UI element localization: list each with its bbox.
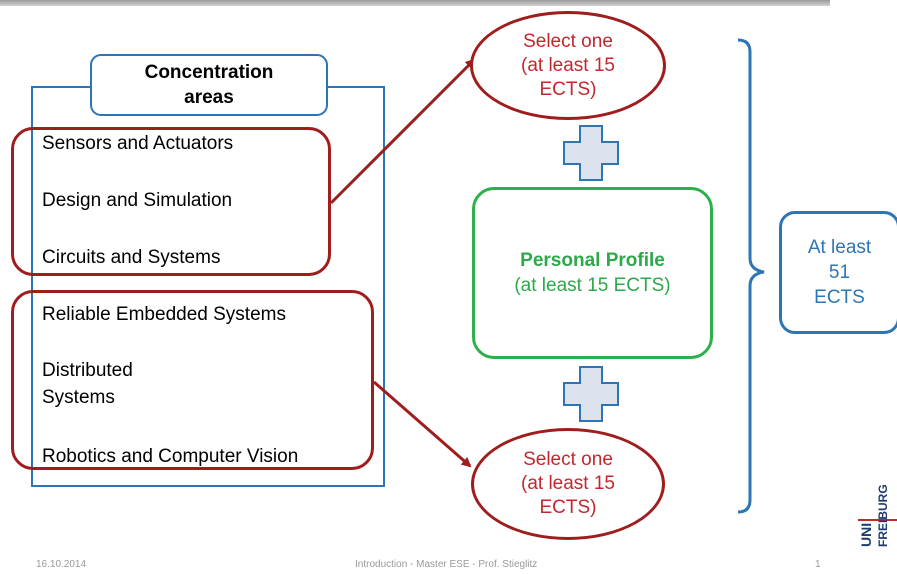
group-box-2 — [11, 290, 374, 470]
concentration-title-line2: areas — [184, 87, 234, 108]
profile-title: Personal Profile — [520, 250, 665, 271]
arrow-icon — [373, 380, 472, 468]
select-top-line3: ECTS) — [539, 78, 597, 100]
area-sensors-actuators: Sensors and Actuators — [42, 133, 234, 154]
logo-graphic: UNI FREIBURG — [858, 484, 890, 547]
area-design-simulation: Design and Simulation — [42, 190, 233, 211]
select-bottom-ellipse: Select one (at least 15 ECTS) — [471, 428, 665, 540]
logo-text-freiburg: FREIBURG — [876, 485, 890, 547]
plus-icon — [563, 366, 619, 422]
footer-page: 1 — [815, 559, 821, 570]
total-line1: At least — [807, 237, 872, 258]
concentration-title: Concentration areas — [90, 54, 328, 116]
area-distributed-line1: Distributed — [42, 360, 133, 381]
group-box-1 — [11, 127, 331, 276]
concentration-title-line1: Concentration — [144, 62, 274, 83]
area-distributed-line2: Systems — [42, 387, 115, 408]
total-line3: ECTS — [814, 287, 865, 308]
university-logo: UNI FREIBURG — [843, 484, 897, 555]
select-bottom-line1: Select one — [523, 449, 613, 470]
plus-icon — [563, 125, 619, 181]
personal-profile-box: Personal Profile (at least 15 ECTS) — [472, 187, 713, 359]
select-top-ellipse: Select one (at least 15 ECTS) — [470, 11, 666, 120]
footer-date: 16.10.2014 — [36, 559, 87, 570]
total-line2: 51 — [828, 262, 851, 283]
area-robotics-vision: Robotics and Computer Vision — [42, 446, 299, 467]
footer-title: Introduction - Master ESE - Prof. Stiegl… — [355, 559, 538, 570]
select-bottom-line3: ECTS) — [539, 497, 597, 518]
select-bottom-line2: (at least 15 — [521, 473, 615, 494]
top-bar — [0, 0, 830, 6]
brace-icon — [737, 38, 765, 514]
area-reliable-embedded: Reliable Embedded Systems — [42, 304, 286, 325]
select-top-line2: (at least 15 — [521, 54, 615, 76]
profile-subtitle: (at least 15 ECTS) — [514, 275, 671, 296]
total-ects-box: At least 51 ECTS — [779, 211, 897, 334]
area-circuits-systems: Circuits and Systems — [42, 247, 221, 268]
select-top-line1: Select one — [523, 30, 613, 52]
arrow-icon — [329, 58, 476, 205]
logo-text-uni: UNI — [858, 523, 874, 547]
